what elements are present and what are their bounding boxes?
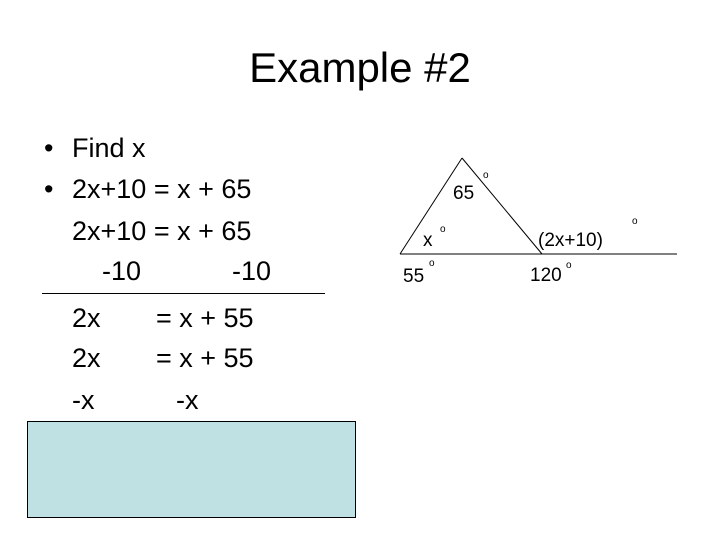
- bullet-find-x: Find x: [72, 133, 146, 163]
- answer-box: [27, 421, 356, 518]
- triangle-diagram: 65 o x o (2x+10) o 55 o 120 o: [399, 157, 677, 287]
- work-line-3-right: = x + 55: [156, 303, 254, 333]
- bullet-dot: •: [44, 174, 54, 204]
- right-bottom-angle-degree: o: [566, 260, 572, 271]
- right-exterior-angle-degree: o: [632, 216, 638, 227]
- work-line-2-right: -10: [232, 256, 272, 286]
- right-bottom-angle-label: 120: [530, 265, 562, 286]
- left-exterior-angle-degree: o: [429, 258, 435, 269]
- work-line-3-left: 2x: [72, 303, 101, 333]
- bullet-dot: •: [44, 133, 54, 163]
- left-exterior-angle-label: 55: [403, 266, 424, 287]
- triangle-left-side: [399, 157, 463, 255]
- work-line-5-right: -x: [176, 385, 199, 415]
- work-line-4-right: = x + 55: [156, 343, 254, 373]
- work-line-1: 2x+10 = x + 65: [72, 216, 252, 246]
- work-line-4-left: 2x: [72, 343, 101, 373]
- top-angle-label: 65: [453, 183, 474, 204]
- left-angle-degree: o: [440, 224, 446, 235]
- triangle-right-side: [461, 157, 543, 255]
- bullet-equation: 2x+10 = x + 65: [72, 174, 252, 204]
- work-line-2-left: -10: [102, 256, 142, 286]
- slide-title: Example #2: [249, 44, 471, 91]
- work-divider: [42, 293, 325, 294]
- right-exterior-angle-label: (2x+10): [538, 230, 603, 251]
- left-angle-label: x: [423, 230, 433, 251]
- work-line-5-left: -x: [72, 385, 95, 415]
- top-angle-degree: o: [483, 170, 489, 181]
